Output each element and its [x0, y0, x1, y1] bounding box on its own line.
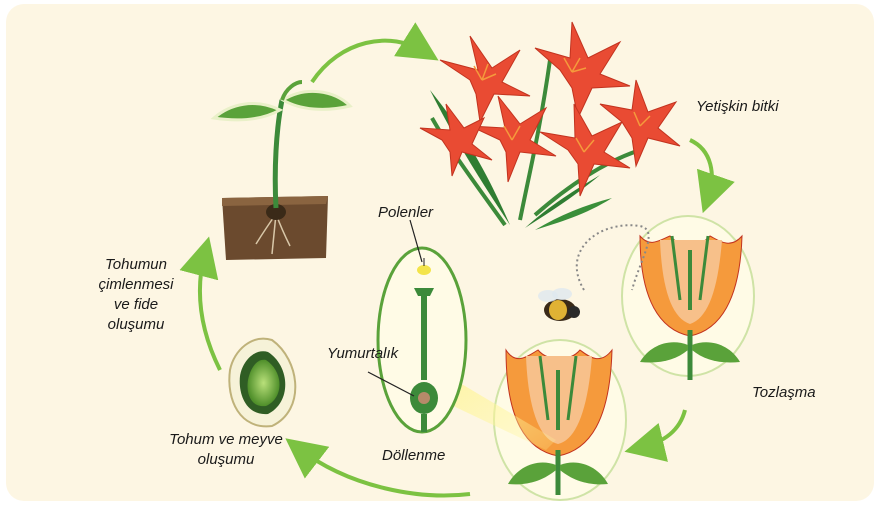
- label-adult-plant: Yetişkin bitki: [696, 97, 779, 117]
- label-germination: Tohumun çimlenmesi ve fide oluşumu: [76, 255, 196, 335]
- pollination-flower-icon: [577, 216, 754, 380]
- seedling-icon: [214, 82, 350, 260]
- arrow-seedling-to-adult: [312, 41, 425, 82]
- adult-plant-icon: [420, 22, 680, 230]
- seed-icon: [229, 339, 295, 427]
- bee-icon: [538, 288, 580, 321]
- arrow-seed-to-seedling: [200, 252, 220, 370]
- label-ovary: Yumurtalık: [327, 344, 398, 364]
- label-fertilization: Döllenme: [382, 446, 445, 466]
- label-pollination: Tozlaşma: [752, 383, 816, 403]
- label-seed-fruit: Tohum ve meyve oluşumu: [146, 430, 306, 470]
- pistil-zoom-icon: [378, 248, 466, 432]
- label-pollens: Polenler: [378, 203, 433, 223]
- arrow-adult-to-pollination: [690, 140, 712, 198]
- arrow-pollination-to-fertilization: [640, 410, 685, 448]
